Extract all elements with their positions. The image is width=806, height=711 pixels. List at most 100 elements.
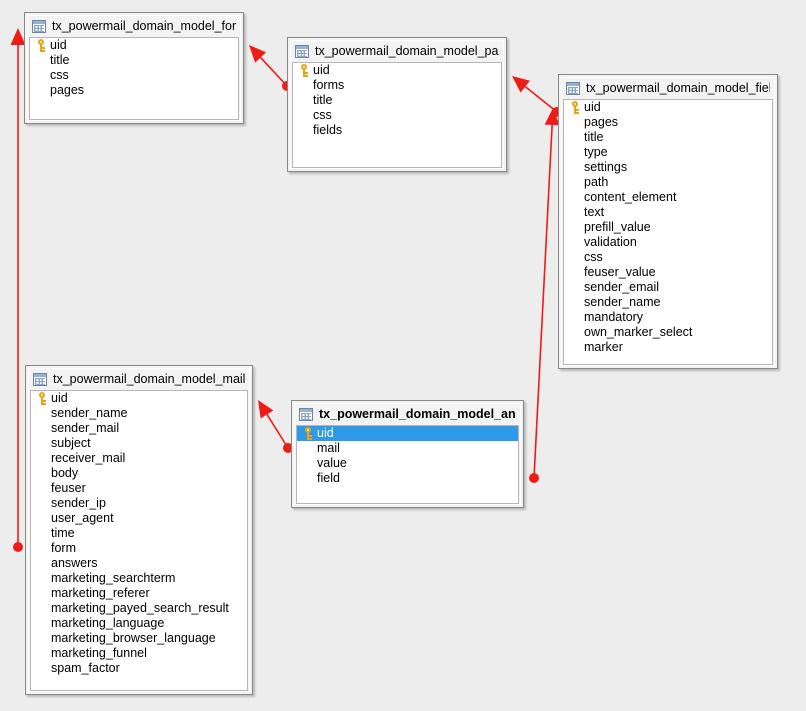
field-name: receiver_mail <box>51 451 126 465</box>
relation-answer-to-mails[interactable] <box>258 400 293 453</box>
field-name: user_agent <box>51 511 114 525</box>
field-row[interactable]: marketing_language <box>31 616 247 631</box>
field-row[interactable]: uid <box>293 63 501 78</box>
field-row[interactable]: css <box>30 68 238 83</box>
field-row[interactable]: marketing_browser_language <box>31 631 247 646</box>
field-row[interactable]: settings <box>564 160 772 175</box>
field-row[interactable]: feuser <box>31 481 247 496</box>
field-name: feuser <box>51 481 86 495</box>
field-row[interactable]: pages <box>30 83 238 98</box>
field-indent-slot <box>34 84 50 97</box>
field-indent-slot <box>35 662 51 675</box>
field-row[interactable]: content_element <box>564 190 772 205</box>
field-name: marketing_language <box>51 616 165 630</box>
relation-answer-to-fields[interactable] <box>529 108 560 483</box>
table-node-answer[interactable]: tx_powermail_domain_model_answeruidmailv… <box>291 400 524 508</box>
table-header-fields[interactable]: tx_powermail_domain_model_fields <box>562 78 774 99</box>
field-row[interactable]: sender_name <box>564 295 772 310</box>
field-row[interactable]: sender_email <box>564 280 772 295</box>
field-indent-slot <box>568 221 584 234</box>
field-row-selected[interactable]: uid <box>297 426 518 441</box>
field-indent-slot <box>34 69 50 82</box>
field-row[interactable]: sender_mail <box>31 421 247 436</box>
field-row[interactable]: feuser_value <box>564 265 772 280</box>
field-row[interactable]: body <box>31 466 247 481</box>
field-row[interactable]: title <box>564 130 772 145</box>
field-row[interactable]: value <box>297 456 518 471</box>
field-indent-slot <box>35 587 51 600</box>
relation-pages-to-forms[interactable] <box>249 45 292 91</box>
field-row[interactable]: uid <box>30 38 238 53</box>
field-row[interactable]: time <box>31 526 247 541</box>
field-row[interactable]: mail <box>297 441 518 456</box>
key-icon <box>37 392 47 405</box>
relation-line <box>533 124 553 479</box>
field-row[interactable]: sender_ip <box>31 496 247 511</box>
table-header-mails[interactable]: tx_powermail_domain_model_mails <box>29 369 249 390</box>
field-row[interactable]: css <box>293 108 501 123</box>
field-indent-slot <box>568 116 584 129</box>
table-title: tx_powermail_domain_model_pages <box>315 44 499 58</box>
field-name: uid <box>313 63 330 77</box>
field-indent-slot <box>35 452 51 465</box>
field-row[interactable]: prefill_value <box>564 220 772 235</box>
field-row[interactable]: validation <box>564 235 772 250</box>
field-row[interactable]: forms <box>293 78 501 93</box>
field-row[interactable]: marketing_payed_search_result <box>31 601 247 616</box>
field-row[interactable]: mandatory <box>564 310 772 325</box>
relation-line <box>524 85 558 113</box>
field-indent-slot <box>35 632 51 645</box>
table-header-pages[interactable]: tx_powermail_domain_model_pages <box>291 41 503 62</box>
field-row[interactable]: css <box>564 250 772 265</box>
field-name: marketing_funnel <box>51 646 147 660</box>
field-row[interactable]: marketing_funnel <box>31 646 247 661</box>
field-name: sender_name <box>51 406 128 420</box>
field-row[interactable]: receiver_mail <box>31 451 247 466</box>
relation-arrowhead <box>249 45 267 63</box>
table-header-answer[interactable]: tx_powermail_domain_model_answer <box>295 404 520 425</box>
field-indent-slot <box>568 146 584 159</box>
table-icon <box>299 407 313 421</box>
primary-key-slot <box>34 39 50 52</box>
primary-key-slot <box>297 64 313 77</box>
field-row[interactable]: text <box>564 205 772 220</box>
relation-line <box>259 56 288 87</box>
field-row[interactable]: marker <box>564 340 772 355</box>
field-row[interactable]: sender_name <box>31 406 247 421</box>
field-row[interactable]: pages <box>564 115 772 130</box>
field-row[interactable]: marketing_referer <box>31 586 247 601</box>
field-row[interactable]: own_marker_select <box>564 325 772 340</box>
field-row[interactable]: title <box>30 53 238 68</box>
field-indent-slot <box>568 236 584 249</box>
field-row[interactable]: uid <box>31 391 247 406</box>
field-row[interactable]: spam_factor <box>31 661 247 676</box>
field-row[interactable]: title <box>293 93 501 108</box>
field-row[interactable]: subject <box>31 436 247 451</box>
field-row[interactable]: user_agent <box>31 511 247 526</box>
table-icon <box>33 372 47 386</box>
field-name: body <box>51 466 79 480</box>
field-row[interactable]: marketing_searchterm <box>31 571 247 586</box>
field-name: text <box>584 205 605 219</box>
field-row[interactable]: fields <box>293 123 501 138</box>
field-row[interactable]: type <box>564 145 772 160</box>
field-row[interactable]: answers <box>31 556 247 571</box>
table-header-forms[interactable]: tx_powermail_domain_model_forms <box>28 16 240 37</box>
field-row[interactable]: path <box>564 175 772 190</box>
field-indent-slot <box>35 467 51 480</box>
field-row[interactable]: field <box>297 471 518 486</box>
field-name: content_element <box>584 190 677 204</box>
field-row[interactable]: uid <box>564 100 772 115</box>
relation-fields-to-pages[interactable] <box>512 76 562 117</box>
relation-source-dot <box>529 473 539 483</box>
relation-line <box>266 413 289 449</box>
field-row[interactable]: form <box>31 541 247 556</box>
field-indent-slot <box>301 442 317 455</box>
table-node-inner: tx_powermail_domain_model_answeruidmailv… <box>294 403 521 505</box>
